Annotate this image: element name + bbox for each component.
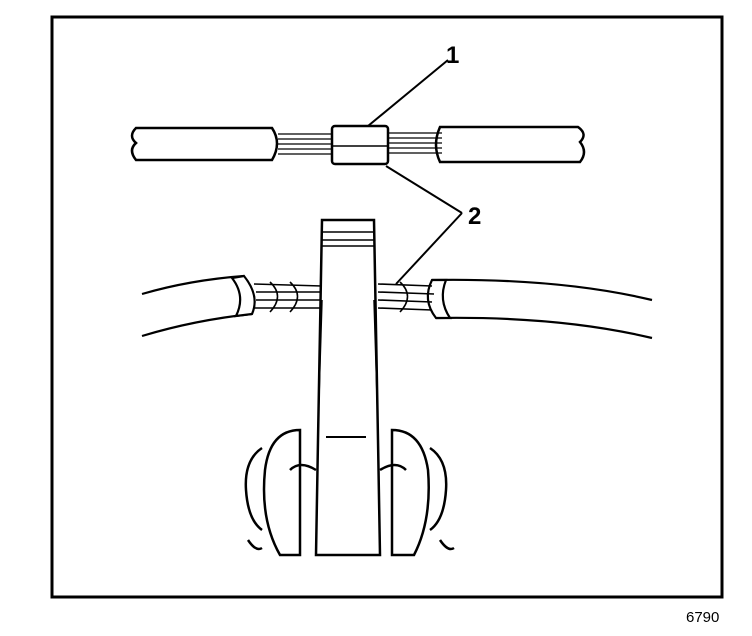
crimping-tool <box>244 218 455 557</box>
right-insulation <box>434 125 586 164</box>
leader-1 <box>367 59 449 127</box>
figure-number: 6790 <box>686 609 719 626</box>
splice-sleeve <box>330 124 390 166</box>
left-bare-strands <box>278 133 334 155</box>
right-bare-strands <box>386 132 442 154</box>
callout-2: 2 <box>468 203 481 230</box>
left-insulation <box>130 126 279 162</box>
figure-frame <box>50 15 724 599</box>
leader-2b <box>395 212 463 285</box>
callout-1: 1 <box>446 42 459 69</box>
leader-2a <box>385 165 463 214</box>
spliced-wire-top <box>130 124 586 166</box>
tool-left-handle <box>262 428 302 557</box>
leader-lines <box>367 59 463 285</box>
tool-right-handle <box>390 428 430 557</box>
bottom-bare-strands <box>253 281 435 313</box>
tool-jaw <box>314 218 382 557</box>
